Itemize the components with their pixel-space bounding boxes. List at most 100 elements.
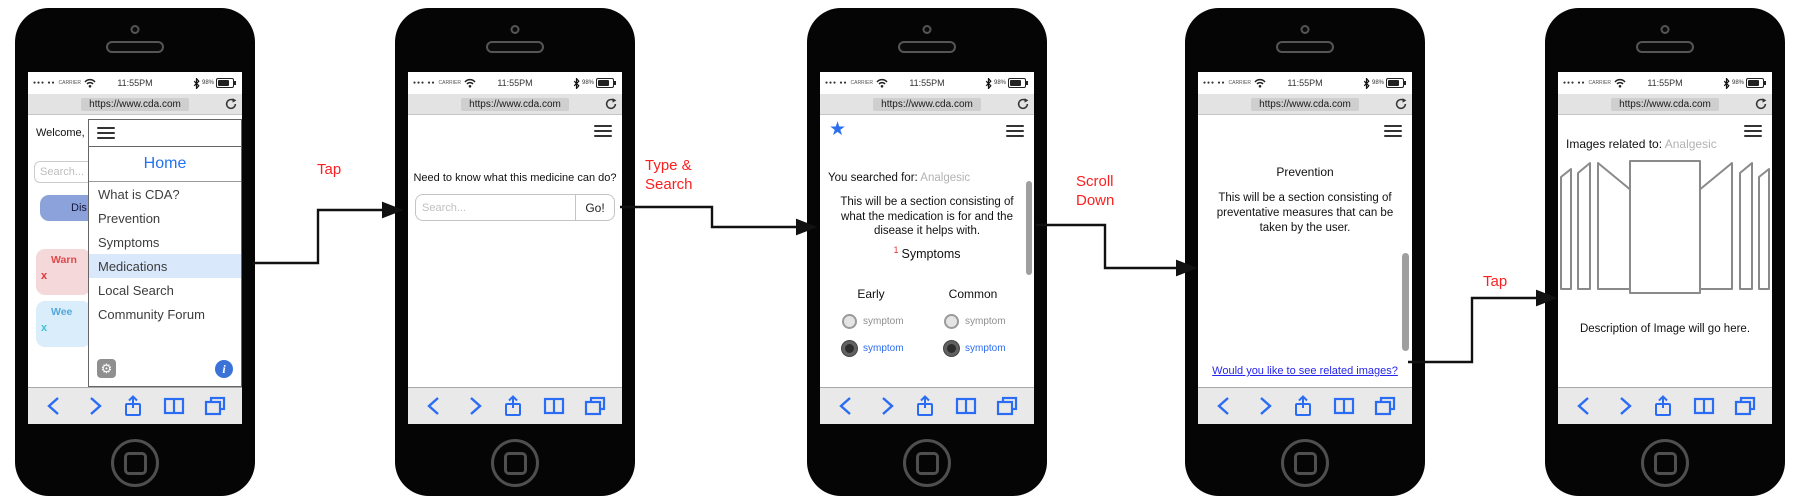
bookmarks-icon[interactable]	[162, 394, 186, 418]
back-icon[interactable]	[835, 394, 857, 418]
menu-item-community-forum[interactable]: Community Forum	[98, 306, 205, 322]
phone-5-screen: ●●● ●● CARRIER 11:55PM 98% https://www.c…	[1558, 72, 1772, 424]
menu-icon[interactable]	[1006, 125, 1024, 137]
home-button[interactable]	[111, 439, 159, 487]
menu-item-home[interactable]: Home	[89, 147, 241, 182]
url-bar[interactable]: https://www.cda.com	[1558, 94, 1772, 115]
scrollbar[interactable]	[1026, 181, 1032, 275]
week-card-close-button[interactable]: x	[41, 322, 48, 334]
searched-for-label: You searched for:	[828, 172, 918, 184]
symptom-option-selected[interactable]: symptom	[842, 341, 904, 356]
tabs-icon[interactable]	[1373, 394, 1397, 418]
url-bar[interactable]: https://www.cda.com	[28, 94, 242, 115]
refresh-icon[interactable]	[1017, 98, 1029, 110]
menu-icon[interactable]	[594, 125, 612, 137]
menu-item-symptoms[interactable]: Symptoms	[98, 234, 160, 250]
battery-icon	[216, 78, 237, 88]
symptom-option[interactable]: symptom	[944, 314, 1006, 329]
address-url[interactable]: https://www.cda.com	[873, 97, 981, 111]
carrier-label: CARRIER	[1588, 80, 1612, 86]
tabs-icon[interactable]	[995, 394, 1019, 418]
address-url[interactable]: https://www.cda.com	[1611, 97, 1719, 111]
tabs-icon[interactable]	[203, 394, 227, 418]
home-button[interactable]	[1281, 439, 1329, 487]
radio-selected-icon[interactable]	[842, 341, 857, 356]
symptom-columns: Early symptom symptom Common	[820, 287, 1024, 368]
symptom-option-selected[interactable]: symptom	[944, 341, 1006, 356]
radio-unselected-icon[interactable]	[842, 314, 857, 329]
tabs-icon[interactable]	[583, 394, 607, 418]
menu-item-local-search[interactable]: Local Search	[98, 282, 174, 298]
menu-item-medications[interactable]: Medications	[89, 254, 241, 278]
radio-unselected-icon[interactable]	[944, 314, 959, 329]
url-bar[interactable]: https://www.cda.com	[820, 94, 1034, 115]
settings-gear-icon[interactable]: ⚙	[97, 359, 116, 378]
menu-icon[interactable]	[1744, 125, 1762, 137]
bluetooth-icon	[573, 77, 580, 89]
refresh-icon[interactable]	[1395, 98, 1407, 110]
share-icon[interactable]	[1651, 394, 1675, 418]
share-icon[interactable]	[913, 394, 937, 418]
menu-item-prevention[interactable]: Prevention	[98, 210, 161, 226]
bookmarks-icon[interactable]	[1332, 394, 1356, 418]
speaker-slot	[106, 41, 164, 53]
info-icon[interactable]: i	[215, 359, 233, 378]
forward-icon[interactable]	[1252, 394, 1274, 418]
share-icon[interactable]	[501, 394, 525, 418]
radio-selected-icon[interactable]	[944, 341, 959, 356]
welcome-text: Welcome,	[36, 127, 85, 139]
phone-3-screen: ●●● ●● CARRIER 11:55PM 98% https://www.c…	[820, 72, 1034, 424]
home-button[interactable]	[1641, 439, 1689, 487]
bookmarks-icon[interactable]	[1692, 394, 1716, 418]
home-button[interactable]	[491, 439, 539, 487]
menu-icon[interactable]	[97, 127, 115, 139]
signal-dots: ●●● ●●	[1563, 80, 1586, 86]
arrow-tap-medications	[253, 201, 404, 265]
refresh-icon[interactable]	[605, 98, 617, 110]
symptom-option[interactable]: symptom	[842, 314, 904, 329]
wifi-icon	[1614, 78, 1626, 88]
back-icon[interactable]	[43, 394, 65, 418]
warning-card-close-button[interactable]: x	[41, 270, 48, 282]
share-icon[interactable]	[121, 394, 145, 418]
url-bar[interactable]: https://www.cda.com	[1198, 94, 1412, 115]
address-url[interactable]: https://www.cda.com	[461, 97, 569, 111]
image-carousel[interactable]	[1558, 159, 1772, 297]
favorite-star-icon[interactable]: ★	[829, 119, 847, 140]
wifi-icon	[464, 78, 476, 88]
go-button[interactable]: Go!	[575, 195, 614, 220]
bookmarks-icon[interactable]	[542, 394, 566, 418]
address-url[interactable]: https://www.cda.com	[1251, 97, 1359, 111]
symptom-label: symptom	[965, 343, 1006, 354]
camera-icon	[130, 25, 140, 34]
url-bar[interactable]: https://www.cda.com	[408, 94, 622, 115]
menu-item-what-is-cda[interactable]: What is CDA?	[98, 186, 180, 202]
tabs-icon[interactable]	[1733, 394, 1757, 418]
bookmarks-icon[interactable]	[954, 394, 978, 418]
forward-icon[interactable]	[462, 394, 484, 418]
scrollbar[interactable]	[1402, 253, 1409, 351]
back-icon[interactable]	[423, 394, 445, 418]
back-icon[interactable]	[1573, 394, 1595, 418]
forward-icon[interactable]	[82, 394, 104, 418]
share-icon[interactable]	[1291, 394, 1315, 418]
browser-toolbar	[1558, 387, 1772, 424]
address-url[interactable]: https://www.cda.com	[81, 97, 189, 111]
home-button[interactable]	[903, 439, 951, 487]
carrier-label: CARRIER	[58, 80, 82, 86]
refresh-icon[interactable]	[1755, 98, 1767, 110]
flow-step-label-line: Down	[1076, 192, 1115, 209]
back-icon[interactable]	[1213, 394, 1235, 418]
wifi-icon	[1254, 78, 1266, 88]
flow-step-label-scroll-down: Scroll Down	[1076, 172, 1114, 210]
related-images-link[interactable]: Would you like to see related images?	[1212, 365, 1398, 377]
medicine-search-bar[interactable]: Search... Go!	[415, 194, 615, 221]
week-card: Wee x	[36, 301, 91, 347]
forward-icon[interactable]	[874, 394, 896, 418]
menu-icon[interactable]	[1384, 125, 1402, 137]
forward-icon[interactable]	[1612, 394, 1634, 418]
speaker-slot	[486, 41, 544, 53]
symptom-label: symptom	[863, 343, 904, 354]
refresh-icon[interactable]	[225, 98, 237, 110]
